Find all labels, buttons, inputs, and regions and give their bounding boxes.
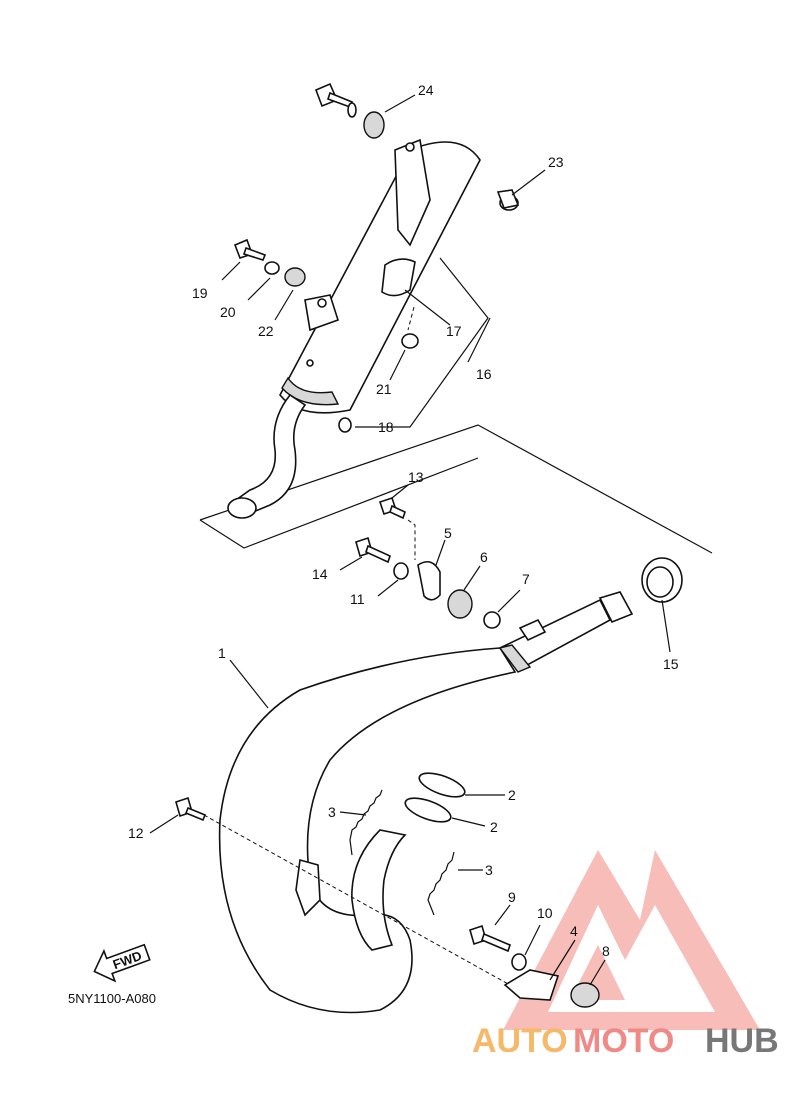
collar-8 bbox=[570, 982, 600, 1008]
callout-19: 19 bbox=[192, 285, 208, 301]
collar-7 bbox=[483, 611, 501, 629]
frame-line-lower bbox=[199, 457, 479, 549]
watermark-moto: MOTO bbox=[573, 1022, 674, 1060]
leader-3a bbox=[339, 811, 367, 816]
grommet-22 bbox=[284, 267, 306, 287]
watermark-hub: HUB bbox=[705, 1022, 779, 1060]
leader-2b bbox=[451, 817, 486, 827]
callout-3a: 3 bbox=[328, 804, 336, 820]
leader-7 bbox=[497, 589, 521, 613]
callout-14: 14 bbox=[312, 566, 328, 582]
leader-21 bbox=[389, 349, 406, 381]
spring-3b bbox=[427, 851, 455, 916]
collar-21 bbox=[401, 333, 419, 349]
bolt-9 bbox=[469, 924, 511, 953]
exhaust-pipe bbox=[218, 591, 634, 1014]
leader-14 bbox=[339, 556, 363, 571]
callout-9: 9 bbox=[508, 889, 516, 905]
bolt-19 bbox=[233, 238, 267, 261]
leader-22 bbox=[274, 289, 294, 321]
leader-16 bbox=[467, 317, 491, 363]
assembly-line-21 bbox=[407, 306, 415, 331]
gasket-2a bbox=[418, 772, 466, 798]
washer-11 bbox=[393, 562, 409, 580]
leader-12 bbox=[149, 814, 179, 834]
assembly-line-13 bbox=[407, 519, 416, 560]
callout-11: 11 bbox=[350, 591, 365, 607]
frame-line-upper bbox=[199, 424, 713, 554]
leader-19 bbox=[221, 261, 241, 281]
callout-2a: 2 bbox=[508, 787, 516, 803]
inlet-pipe-opening bbox=[227, 497, 257, 519]
leader-5 bbox=[435, 539, 446, 566]
watermark-auto: AUTO bbox=[472, 1022, 568, 1060]
callout-10: 10 bbox=[537, 905, 553, 921]
leader-1 bbox=[229, 659, 269, 709]
callout-12: 12 bbox=[128, 825, 144, 841]
muffler bbox=[279, 138, 481, 414]
watermark-logo bbox=[503, 850, 760, 1030]
callout-5: 5 bbox=[444, 525, 452, 541]
leader-20 bbox=[247, 277, 271, 301]
screw-18 bbox=[338, 417, 352, 433]
callout-3b: 3 bbox=[485, 862, 493, 878]
diagram-code: 5NY1100-A080 bbox=[68, 991, 156, 1006]
leader-13 bbox=[391, 484, 409, 499]
callout-21: 21 bbox=[376, 381, 392, 397]
callout-8: 8 bbox=[602, 943, 610, 959]
watermark-text: AUTO MOTO HUB bbox=[472, 1022, 779, 1060]
callout-24: 24 bbox=[418, 82, 434, 98]
callout-2b: 2 bbox=[490, 819, 498, 835]
fwd-arrow-icon: FWD bbox=[93, 943, 151, 983]
callout-1: 1 bbox=[218, 645, 226, 661]
muffler-inlet-pipe bbox=[234, 393, 307, 516]
bolt-14 bbox=[355, 536, 391, 564]
callout-17: 17 bbox=[446, 323, 462, 339]
leader-23 bbox=[511, 169, 546, 196]
gasket-2b bbox=[404, 797, 452, 823]
bolt-12 bbox=[175, 796, 207, 822]
gasket-15 bbox=[641, 557, 683, 603]
bracket-5 bbox=[417, 560, 441, 601]
callout-7: 7 bbox=[522, 571, 530, 587]
bolt-24-assembly bbox=[314, 82, 385, 139]
washer-10 bbox=[511, 953, 527, 971]
assembly-line-12 bbox=[203, 814, 511, 986]
callout-15: 15 bbox=[663, 656, 679, 672]
washer-20 bbox=[264, 261, 280, 275]
callout-18: 18 bbox=[378, 419, 394, 435]
callout-22: 22 bbox=[258, 323, 274, 339]
leader-10 bbox=[524, 924, 541, 956]
damper-6 bbox=[447, 589, 473, 619]
callout-6: 6 bbox=[480, 549, 488, 565]
leader-4 bbox=[549, 939, 576, 981]
leader-15 bbox=[661, 599, 671, 653]
bracket-4 bbox=[503, 969, 560, 1001]
leader-8 bbox=[589, 959, 606, 986]
callout-13: 13 bbox=[408, 469, 424, 485]
bolt-13 bbox=[378, 496, 406, 520]
callout-labels: 24 23 19 20 22 17 21 16 18 13 5 6 7 14 1… bbox=[128, 82, 679, 959]
callout-23: 23 bbox=[548, 154, 564, 170]
leader-16-18 bbox=[355, 257, 489, 428]
leader-6 bbox=[463, 565, 481, 591]
spring-3a bbox=[349, 789, 383, 856]
leader-24 bbox=[384, 94, 416, 113]
callout-4: 4 bbox=[570, 923, 578, 939]
leader-11 bbox=[377, 579, 399, 597]
callout-16: 16 bbox=[476, 366, 492, 382]
callout-20: 20 bbox=[220, 304, 236, 320]
leader-9 bbox=[494, 904, 511, 926]
leader-17 bbox=[404, 289, 451, 326]
